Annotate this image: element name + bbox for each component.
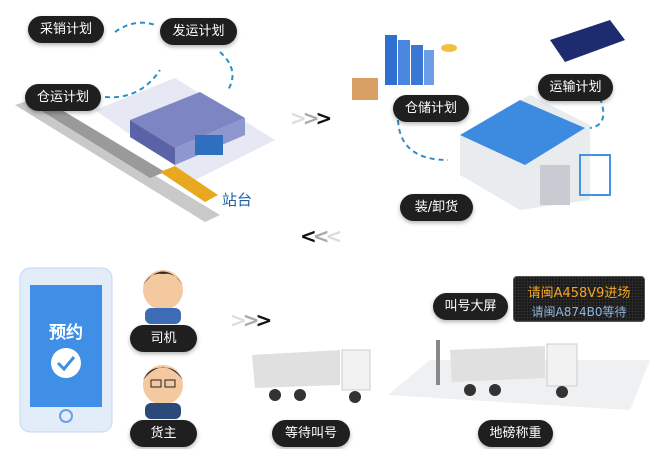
flow-arrow-left: <<< [300,224,342,248]
flow-arrow-right: >>> [290,106,332,130]
transport-plan-label: 运输计划 [538,74,613,101]
driver-label: 司机 [130,325,197,352]
cargo-owner-label: 货主 [130,420,197,447]
station-label: 站台 [222,191,253,209]
dashed-arrow [589,97,605,129]
dashed-arrow [219,51,234,91]
phone-illustration [19,267,113,433]
call-led-screen: 请闽A458V9进场 请闽A874B0等待 [513,276,645,322]
wait-call-label: 等待叫号 [272,420,350,447]
warehouse-storage-plan-label: 仓储计划 [393,95,469,122]
shipping-plan-label: 发运计划 [160,18,237,45]
led-line-1: 请闽A458V9进场 [527,286,631,301]
warehouse-transport-plan-label: 仓运计划 [25,84,101,111]
led-line-2: 请闽A874B0等待 [531,305,627,319]
station-illustration [15,78,275,222]
weighbridge-illustration [388,340,650,410]
driver-avatar [143,270,183,324]
load-unload-label: 装/卸货 [400,194,473,221]
dashed-arrow [104,69,161,99]
dashed-arrow [114,21,156,33]
phone-title: 预约 [49,323,83,343]
dashed-arrow [397,119,449,161]
flow-arrow-right: >>> [230,308,272,332]
cargo-owner-avatar [143,365,183,419]
weighbridge-label: 地磅称重 [478,420,553,447]
purchase-sales-plan-label: 采销计划 [28,16,104,43]
waiting-truck [252,349,371,403]
warehouse-illustration [352,20,625,210]
call-screen-label: 叫号大屏 [433,293,508,320]
